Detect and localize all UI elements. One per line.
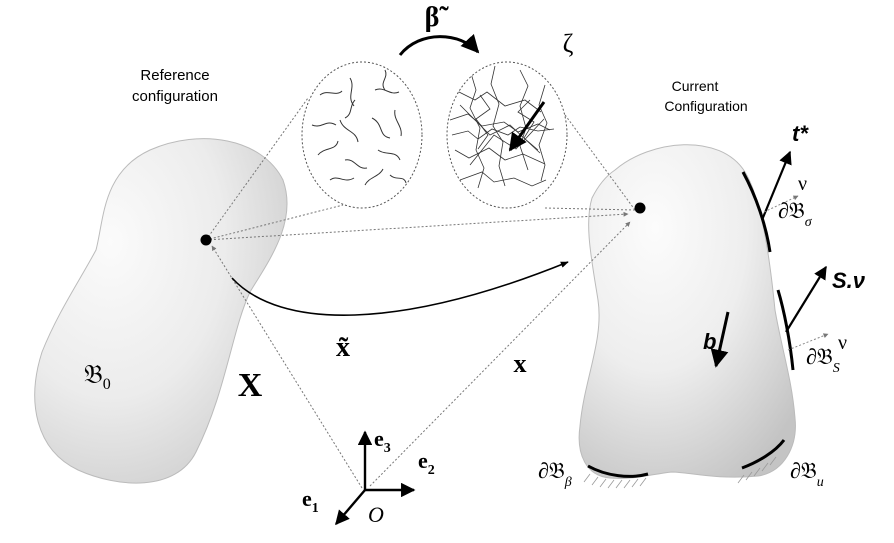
e2-label: e2 bbox=[418, 448, 435, 478]
boundary-beta-sub: β bbox=[564, 475, 572, 490]
boundary-segments bbox=[587, 171, 795, 478]
boundary-u-sub: u bbox=[817, 475, 824, 490]
x-tilde-label: x̃ bbox=[336, 332, 350, 363]
stress-traction-arrow bbox=[785, 265, 827, 333]
dotted-connectors bbox=[205, 97, 636, 489]
reference-body-symbol: 𝔅 bbox=[84, 360, 103, 389]
reference-body-sub: 0 bbox=[103, 376, 111, 393]
boundary-sigma-label: ∂𝔅σ bbox=[778, 198, 813, 230]
e2-sub: 2 bbox=[428, 463, 435, 478]
origin-label: O bbox=[368, 502, 384, 527]
body-force-arrow bbox=[710, 311, 730, 368]
current-point bbox=[634, 202, 646, 214]
reference-body bbox=[34, 138, 288, 484]
current-body bbox=[578, 144, 796, 479]
boundary-s-label: ∂𝔅S bbox=[806, 344, 840, 376]
boundary-sigma-sub: σ bbox=[805, 215, 813, 230]
reference-point bbox=[200, 234, 212, 246]
body-force-label: b bbox=[703, 329, 716, 354]
coordinate-system bbox=[335, 430, 416, 526]
boundary-beta-base: ∂𝔅 bbox=[538, 458, 565, 483]
beta-tilde-label: β̃ bbox=[425, 2, 450, 33]
e1-label: e1 bbox=[302, 486, 319, 516]
boundary-s-base: ∂𝔅 bbox=[806, 344, 833, 369]
boundary-beta-label: ∂𝔅β bbox=[538, 458, 572, 490]
deformation-map-curve bbox=[231, 261, 569, 316]
nu-label-top: ν bbox=[798, 173, 807, 195]
e2-base: e bbox=[418, 448, 428, 473]
support-hatching bbox=[583, 456, 777, 489]
X-label: X bbox=[238, 367, 263, 404]
e3-sub: 3 bbox=[384, 441, 391, 456]
boundary-s-sub: S bbox=[833, 361, 840, 376]
x-label: x bbox=[514, 349, 527, 378]
reference-body-label: 𝔅0 bbox=[84, 360, 111, 393]
zeta-label: ζ bbox=[563, 29, 574, 58]
beta-map-arrow bbox=[398, 33, 480, 56]
current-microstructure bbox=[446, 61, 568, 209]
e1-sub: 1 bbox=[312, 501, 319, 516]
normal-arrow-middle bbox=[787, 333, 829, 351]
e3-label: e3 bbox=[374, 426, 391, 456]
reference-microstructure bbox=[301, 61, 423, 209]
reference-label-line2: configuration bbox=[132, 88, 218, 105]
e3-base: e bbox=[374, 426, 384, 451]
current-label-line1: Current bbox=[672, 78, 719, 94]
s-nu-label: S.ν bbox=[832, 268, 866, 293]
t-star-label: t* bbox=[792, 121, 809, 146]
boundary-u-base: ∂𝔅 bbox=[790, 458, 817, 483]
e1-base: e bbox=[302, 486, 312, 511]
boundary-sigma-base: ∂𝔅 bbox=[778, 198, 805, 223]
boundary-u-label: ∂𝔅u bbox=[790, 458, 824, 490]
current-label-line2: Configuration bbox=[664, 98, 747, 114]
reference-label-line1: Reference bbox=[140, 67, 209, 84]
traction-arrow bbox=[760, 150, 792, 221]
zeta-arrow bbox=[508, 101, 546, 152]
nu-label-middle: ν bbox=[838, 332, 847, 354]
